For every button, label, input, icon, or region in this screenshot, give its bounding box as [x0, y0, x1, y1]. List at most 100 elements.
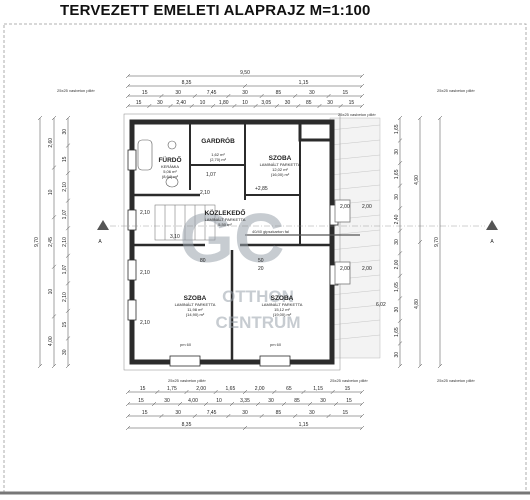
windows: [127, 149, 351, 367]
dim-top-row3-label: 30: [309, 90, 315, 96]
dim-right-total-tick: [437, 115, 443, 121]
dim-top-row4-tick: [253, 103, 258, 109]
dim-bottom-row1-tick: [301, 389, 306, 395]
dim-right-inner-label: 2,00: [394, 259, 400, 269]
watermark: GC OTTHON CENTRUM: [180, 199, 301, 332]
dim-bottom-row3-tick: [292, 413, 298, 419]
dim-right-inner-label: 1,65: [394, 169, 400, 179]
room-area: 12,02 m²: [272, 167, 288, 172]
dim-bottom-row1-label: 15: [345, 386, 351, 392]
dim-bottom-row3-tick: [159, 413, 164, 419]
dim-left-inner-tick: [65, 363, 71, 369]
dim-bottom-row3-tick: [125, 413, 131, 419]
dim-top-row2-tick: [242, 83, 248, 89]
dim-left-parts-label: 10: [48, 189, 54, 195]
dim-right-parts-tick: [417, 115, 423, 121]
room-name: SZOBA: [184, 295, 207, 302]
recess-wall: [298, 122, 332, 142]
dim-bottom-row3-label: 15: [343, 410, 349, 416]
dim-left-parts-label: 2,60: [48, 138, 54, 148]
dim-bottom-row4-tick: [125, 425, 131, 431]
dim-top-row4-tick: [210, 103, 216, 109]
dim-misc-2: 50: [258, 258, 264, 264]
svg-text:2,00: 2,00: [362, 204, 372, 210]
dim-left-inner-label: 2,10: [62, 182, 68, 192]
dim-left-total-tick: [37, 115, 43, 121]
dim-misc-6: 6,02: [376, 302, 386, 308]
dim-bottom-row1-label: 65: [286, 386, 292, 392]
dim-right-parts-tick: [417, 363, 423, 369]
dim-top-row4-label: 1,80: [219, 100, 229, 106]
room-area: 5,06 m²: [163, 169, 177, 174]
dim-top-row3-label: 30: [175, 90, 181, 96]
dim-top-row4-label: 30: [327, 100, 333, 106]
dim-right-inner-tick: [397, 296, 403, 301]
dim-bottom-row4-label: 8,35: [182, 422, 192, 428]
dim-bottom-row1-tick: [242, 389, 248, 395]
dim-bottom-row1-label: 1,65: [226, 386, 236, 392]
room-közlekedő: KÖZLEKEDŐ LAMINÁLT PARKETTA 5,50 m²: [205, 208, 246, 227]
dim-bottom-row2-label: 3,35: [240, 398, 250, 404]
bathroom-fixtures: [137, 139, 179, 188]
svg-text:A: A: [98, 239, 102, 245]
dim-bottom-row2-tick: [359, 401, 365, 407]
svg-text:2,00: 2,00: [340, 204, 350, 210]
section-marker-right: A: [486, 220, 498, 245]
dim-bottom-row2-label: 30: [320, 398, 326, 404]
dim-top-row2-tick: [359, 83, 365, 89]
dim-left-parts-tick: [51, 115, 57, 121]
dim-right-inner-label: 1,65: [394, 327, 400, 337]
room-name: SZOBA: [269, 155, 292, 162]
dim-bottom-row2-tick: [203, 401, 209, 407]
dim-right-inner-tick: [397, 363, 403, 369]
pillar-note-bm: 25x25 vasbeton pillér: [330, 378, 368, 383]
dim-misc-3: 20: [258, 266, 264, 272]
room-szoba-se: SZOBA LAMINÁLT PARKETTA 15,12 m² (19,00)…: [262, 295, 303, 317]
dim-bottom-row1-label: 2,00: [196, 386, 206, 392]
dim-top-row2-label: 8,35: [182, 80, 192, 86]
dim-left-parts-label: 10: [48, 289, 54, 295]
dim-bottom-row3-tick: [359, 413, 365, 419]
room-area: 1,62 m²: [211, 152, 225, 157]
dim-right-total-label: 9,70: [434, 237, 440, 247]
dim-top-row3-tick: [292, 93, 298, 99]
room-name: GARDRÓB: [201, 136, 235, 145]
parapet-note-1: pm 60: [180, 342, 192, 347]
dim-bottom-row3-label: 30: [309, 410, 315, 416]
dim-left-inner-label: 1,07: [62, 264, 68, 274]
room-floor: LAMINÁLT PARKETTA: [262, 302, 303, 307]
dim-bottom-row4-label: 1,15: [299, 422, 309, 428]
dim-bottom-row1-tick: [125, 389, 131, 395]
dim-left-inner-label: 30: [62, 129, 68, 135]
watermark-logo: GC: [180, 199, 285, 277]
dim-bottom-row1-label: 15: [140, 386, 146, 392]
dim-right-inner-tick: [397, 183, 403, 188]
dim-left-total-tick: [37, 363, 43, 369]
dim-top-row4-tick: [359, 103, 365, 109]
room-floor: LAMINÁLT PARKETTA: [260, 162, 301, 167]
room-perimeter: (16,00) m²: [271, 172, 290, 177]
dim-bottom-row1-label: 1,15: [313, 386, 323, 392]
dim-right-inner-label: 30: [394, 194, 400, 200]
dim-top-row4-label: 10: [200, 100, 206, 106]
dim-left-inner-tick: [65, 198, 71, 203]
svg-text:2,10: 2,10: [140, 270, 150, 276]
dim-bottom-row2-label: 15: [138, 398, 144, 404]
dim-right-parts-tick: [417, 239, 423, 245]
dim-top-row2-tick: [125, 83, 131, 89]
dim-top-row3-tick: [226, 93, 231, 99]
dim-right-inner-tick: [397, 160, 403, 166]
dim-misc-5: 2,10: [200, 190, 210, 196]
room-area: 11,98 m²: [187, 307, 203, 312]
staircase: [154, 204, 216, 241]
dim-left-inner-tick: [65, 115, 71, 121]
dim-bottom-row2-tick: [177, 401, 183, 407]
room-perimeter: (19,00) m²: [273, 312, 292, 317]
dim-top-total-tick: [125, 73, 131, 79]
dim-top-row4-tick: [125, 103, 131, 109]
dim-right-parts-label: 4,80: [414, 299, 420, 309]
dim-left-parts-tick: [51, 165, 57, 170]
room-gardrób: GARDRÓB 1,62 m² (2,70) m²: [201, 136, 235, 162]
dim-bottom-row2-tick: [281, 401, 287, 407]
